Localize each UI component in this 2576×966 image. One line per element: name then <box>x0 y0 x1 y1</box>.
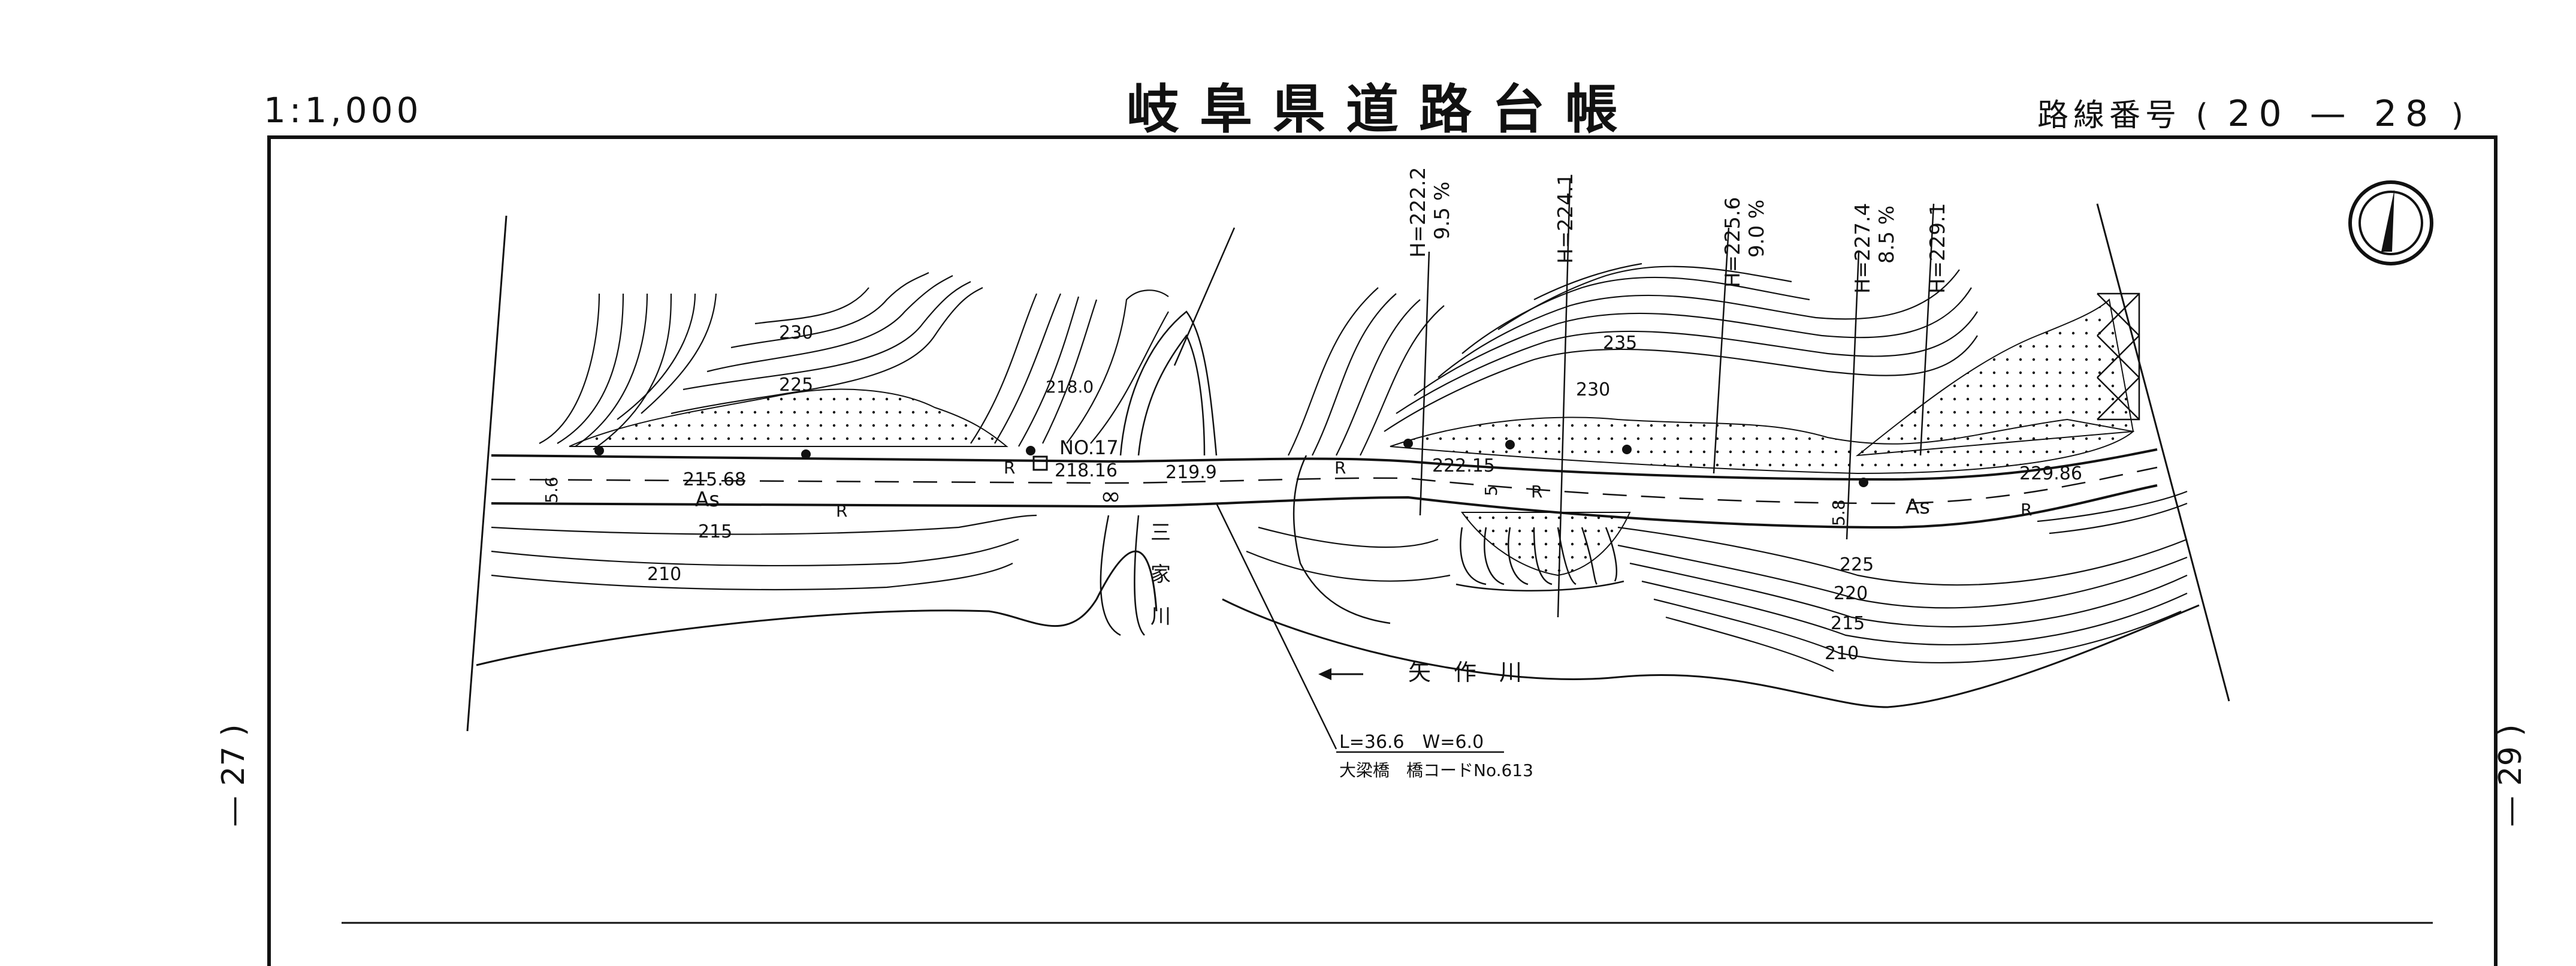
bridge-name: 大梁橋 橋コードNo.613 <box>1339 760 1533 780</box>
contour-label: 215 <box>698 521 732 542</box>
page-title: 岐阜県道路台帳 <box>1127 79 1639 140</box>
contour-label: 230 <box>779 322 813 343</box>
river-side-char: 川 <box>1150 605 1171 629</box>
surface-label: As <box>1905 495 1930 519</box>
road-width-label: 5.8 <box>1829 499 1849 526</box>
contour-label: 215 <box>1831 613 1865 634</box>
elevation-label: 218.16 <box>1055 460 1118 481</box>
road-width-label: 5 <box>1481 485 1501 496</box>
bridge-label: L=36.6 W=6.0 大梁橋 橋コードNo.613 <box>1336 732 1533 780</box>
road-map: 230 225 215 210 235 230 225 220 215 210 … <box>342 167 2433 924</box>
r-mark: R <box>836 501 847 521</box>
scale-label: 1:1,000 <box>264 90 422 131</box>
grade-height: H=224.1 <box>1554 173 1578 264</box>
road-ledger-sheet: 1:1,000 岐阜県道路台帳 路線番号 ( 20 — 28 ) — 27 ) … <box>216 79 2529 966</box>
contour-label: 210 <box>1825 643 1859 664</box>
survey-points <box>594 439 1868 487</box>
surface-label: As <box>695 488 720 512</box>
route-number-value: 20 — 28 <box>2227 93 2437 135</box>
contour-label: 230 <box>1576 379 1610 400</box>
grade-percent: 9.5 % <box>1430 182 1454 240</box>
station-label: NO.17 <box>1059 436 1119 459</box>
contour-label: 220 <box>1834 583 1868 604</box>
retaining-structure <box>2097 292 2140 421</box>
elevation-label: 218.0 <box>1046 377 1094 397</box>
slope-areas <box>569 298 2135 576</box>
elevation-label: 229.86 <box>2019 463 2082 484</box>
r-mark: R <box>1334 458 1346 478</box>
r-mark: R <box>1531 482 1542 502</box>
river-side-label: 三 家 川 <box>1150 521 1171 629</box>
elevation-labels: 215.68 218.16 219.9 218.0 222.15 229.86 <box>683 377 2082 490</box>
grade-percent: 9.0 % <box>1745 200 1769 258</box>
contour-label-group: 230 225 215 210 235 230 225 220 215 210 <box>647 322 1874 664</box>
r-marks: R R R R R <box>836 458 2032 521</box>
bridge-dimensions: L=36.6 W=6.0 <box>1339 732 1484 753</box>
route-close-paren: ) <box>2451 98 2469 134</box>
contour-lines-north <box>539 272 1169 450</box>
elevation-label: 222.15 <box>1432 455 1495 476</box>
culvert-symbol: ∞ <box>1100 481 1121 511</box>
north-arrow-icon <box>2348 180 2433 265</box>
river-main-label: 矢 作 川 <box>1318 659 1522 686</box>
road-width-label: 5.6 <box>542 476 561 503</box>
route-open-paren: ( <box>2196 98 2213 134</box>
contour-lines-north-east <box>1288 262 1978 456</box>
grade-height: H=227.4 <box>1851 203 1875 294</box>
r-mark: R <box>2021 500 2032 520</box>
contour-label: 210 <box>647 564 681 585</box>
route-number: 路線番号 ( 20 — 28 ) <box>2037 90 2468 135</box>
r-mark: R <box>1004 458 1015 478</box>
map-frame <box>267 135 2498 966</box>
contour-label: 235 <box>1603 333 1637 354</box>
elevation-label: 215.68 <box>683 469 746 490</box>
flow-arrow-head-icon <box>1318 668 1331 680</box>
grade-percent: 8.5 % <box>1875 206 1899 264</box>
river-side-char: 三 <box>1150 521 1171 545</box>
bridge-apron <box>1455 527 1624 591</box>
contour-lines-south <box>491 490 2188 672</box>
grade-height: H=225.6 <box>1721 197 1745 288</box>
road <box>491 448 2158 529</box>
station-marker <box>1032 455 1048 471</box>
grade-labels: H=222.2 9.5 % H=224.1 H=225.6 9.0 % H=22… <box>1406 167 1950 294</box>
map-boundary <box>466 203 2230 732</box>
route-label: 路線番号 <box>2037 98 2182 134</box>
river-side-char: 家 <box>1150 563 1171 587</box>
river-name: 矢 作 川 <box>1408 659 1522 686</box>
grade-height: H=229.1 <box>1926 203 1950 294</box>
contour-label: 225 <box>1840 554 1874 575</box>
elevation-label: 219.9 <box>1165 462 1217 483</box>
contour-label: 225 <box>779 375 813 396</box>
grade-leaders <box>1419 179 1935 618</box>
ridge-lines <box>1100 227 1391 750</box>
grade-height: H=222.2 <box>1406 167 1430 258</box>
